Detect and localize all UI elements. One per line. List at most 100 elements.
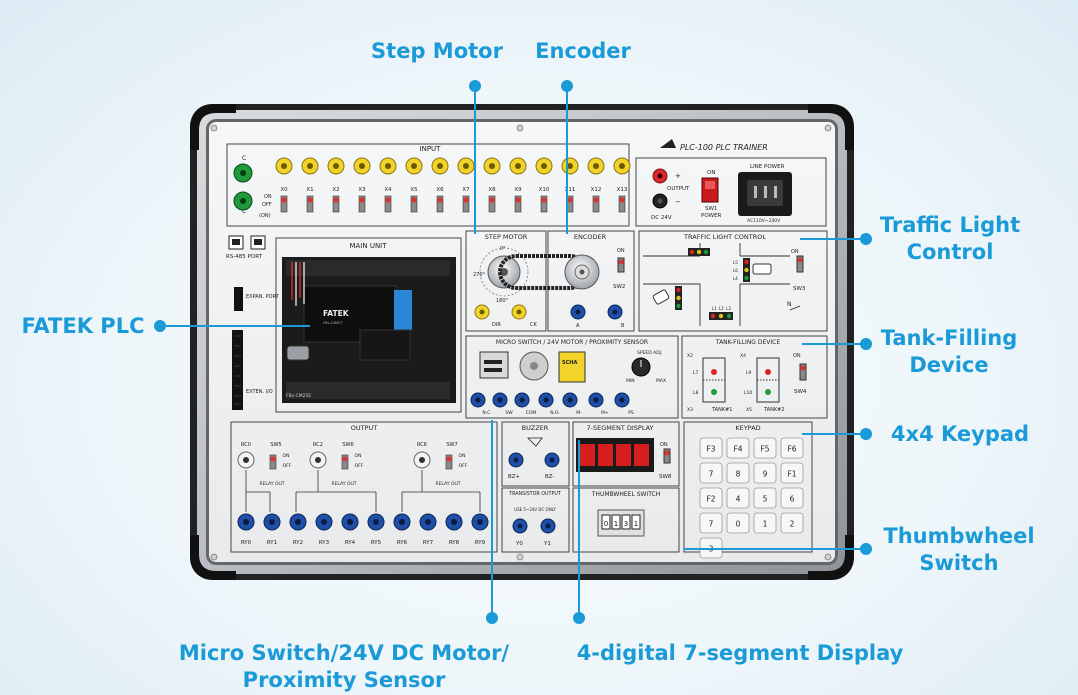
output-jack-ry6[interactable] <box>393 513 411 531</box>
relay-switch-0[interactable] <box>269 454 277 470</box>
relay-on-label-2: ON <box>459 453 466 459</box>
input-toggle-x4[interactable] <box>384 195 392 213</box>
keypad-key-7[interactable]: F1 <box>780 462 804 484</box>
step-deg-0: 0° <box>500 246 506 252</box>
input-jack-x7[interactable] <box>457 157 475 175</box>
input-jack-x10[interactable] <box>535 157 553 175</box>
exten-port[interactable] <box>232 330 243 410</box>
relay-on-label-1: ON <box>355 453 362 459</box>
keypad-key-10[interactable]: 5 <box>753 487 777 509</box>
input-toggle-x7[interactable] <box>462 195 470 213</box>
micro-jack-5[interactable] <box>588 392 604 408</box>
input-label-x13: X13 <box>617 187 628 193</box>
keypad-key-2[interactable]: F5 <box>753 437 777 459</box>
tank-1 <box>702 357 726 403</box>
relay-common-jack-2[interactable] <box>413 451 431 469</box>
output-jack-ry8[interactable] <box>445 513 463 531</box>
step-motor-title: STEP MOTOR <box>485 233 528 241</box>
keypad-key-15[interactable]: 2 <box>780 512 804 534</box>
output-jack-ry3[interactable] <box>315 513 333 531</box>
output-jack-ry1[interactable] <box>263 513 281 531</box>
input-toggle-x0[interactable] <box>280 195 288 213</box>
input-toggle-x9[interactable] <box>514 195 522 213</box>
output-jack-ry0[interactable] <box>237 513 255 531</box>
input-toggle-x6[interactable] <box>436 195 444 213</box>
output-jack-ry5[interactable] <box>367 513 385 531</box>
input-jack-x12[interactable] <box>587 157 605 175</box>
input-toggle-x8[interactable] <box>488 195 496 213</box>
input-jack-x6[interactable] <box>431 157 449 175</box>
thumbwheel-switch[interactable] <box>597 509 645 537</box>
input-toggle-x3[interactable] <box>358 195 366 213</box>
seven-seg-switch[interactable] <box>663 448 671 464</box>
micro-jack-2[interactable] <box>514 392 530 408</box>
micro-jack-4[interactable] <box>562 392 578 408</box>
output-jack-ry2[interactable] <box>289 513 307 531</box>
output-jack-ry7[interactable] <box>419 513 437 531</box>
relay-switch-1[interactable] <box>341 454 349 470</box>
keypad-key-1[interactable]: F4 <box>726 437 750 459</box>
micro-jack-0[interactable] <box>470 392 486 408</box>
relay-common-jack-0[interactable] <box>237 451 255 469</box>
input-label-x8: X8 <box>488 187 496 193</box>
traffic-roads <box>643 243 790 326</box>
input-panel <box>226 143 630 227</box>
micro-label-6: PS <box>628 410 634 416</box>
traffic-switch[interactable] <box>796 255 804 273</box>
input-jack-x2[interactable] <box>327 157 345 175</box>
input-jack-x8[interactable] <box>483 157 501 175</box>
expan-label: EXPAN. PORT <box>246 294 280 300</box>
micro-switch[interactable] <box>479 351 509 379</box>
keypad-key-12[interactable]: 7 <box>699 512 723 534</box>
expan-port[interactable] <box>234 287 243 311</box>
callout-traffic-light: Traffic Light Control <box>870 212 1030 266</box>
keypad-key-0[interactable]: F3 <box>699 437 723 459</box>
keypad-key-9[interactable]: 4 <box>726 487 750 509</box>
keypad-key-11[interactable]: 6 <box>780 487 804 509</box>
input-jack-x13[interactable] <box>613 157 631 175</box>
output-dc-label: DC 24V <box>651 215 672 221</box>
plc-db9-port[interactable] <box>286 345 310 361</box>
micro-jack-6[interactable] <box>614 392 630 408</box>
callout-fatek-plc: FATEK PLC <box>21 314 145 338</box>
input-toggle-x5[interactable] <box>410 195 418 213</box>
keypad-key-4[interactable]: 7 <box>699 462 723 484</box>
input-toggle-x1[interactable] <box>306 195 314 213</box>
input-jack-x9[interactable] <box>509 157 527 175</box>
input-jack-x11[interactable] <box>561 157 579 175</box>
input-jack-x5[interactable] <box>405 157 423 175</box>
output-panel <box>230 421 498 553</box>
encoder-switch[interactable] <box>617 257 625 273</box>
encoder-on-label: ON <box>617 248 625 254</box>
input-toggle-x2[interactable] <box>332 195 340 213</box>
keypad-key-3[interactable]: F6 <box>780 437 804 459</box>
keypad-key-8[interactable]: F2 <box>699 487 723 509</box>
output-jack-ry9[interactable] <box>471 513 489 531</box>
buzzer-minus-label: BZ- <box>545 474 554 480</box>
relay-switch-2[interactable] <box>445 454 453 470</box>
input-jack-x1[interactable] <box>301 157 319 175</box>
output-jack-ry4[interactable] <box>341 513 359 531</box>
micro-jack-3[interactable] <box>538 392 554 408</box>
car-1 <box>752 263 772 275</box>
input-toggle-x10[interactable] <box>540 195 548 213</box>
input-jack-x3[interactable] <box>353 157 371 175</box>
output-label-ry3: RY3 <box>319 540 330 546</box>
input-jack-x4[interactable] <box>379 157 397 175</box>
keypad-key-6[interactable]: 9 <box>753 462 777 484</box>
tank-switch[interactable] <box>799 363 807 381</box>
input-toggle-x12[interactable] <box>592 195 600 213</box>
keypad-key-13[interactable]: 0 <box>726 512 750 534</box>
plc-model-2: FBs-CM25E <box>286 393 311 399</box>
keypad-key-14[interactable]: 1 <box>753 512 777 534</box>
keypad-key-5[interactable]: 8 <box>726 462 750 484</box>
input-on-label: ON <box>264 194 272 200</box>
input-toggle-x13[interactable] <box>618 195 626 213</box>
input-jack-x0[interactable] <box>275 157 293 175</box>
relay-common-jack-1[interactable] <box>309 451 327 469</box>
micro-jack-1[interactable] <box>492 392 508 408</box>
